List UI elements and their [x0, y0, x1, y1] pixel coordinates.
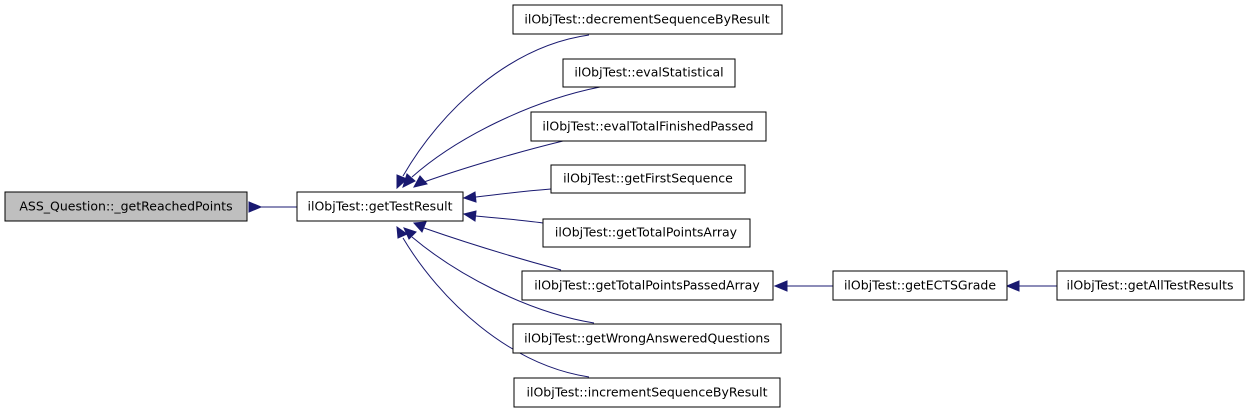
edge-get-test-result-to-root — [248, 201, 297, 213]
node-get-ects-grade-label: ilObjTest::getECTSGrade — [844, 278, 996, 293]
node-eval-statistical-label: ilObjTest::evalStatistical — [574, 65, 723, 80]
edge-increment-sequence-by-result-to-get-test-result — [396, 225, 590, 378]
node-decrement-sequence-by-result-label: ilObjTest::decrementSequenceByResult — [524, 12, 769, 27]
node-get-all-test-results[interactable]: ilObjTest::getAllTestResults — [1056, 270, 1245, 301]
arrowhead — [462, 191, 477, 203]
edge-line — [411, 86, 601, 178]
node-get-total-points-array[interactable]: ilObjTest::getTotalPointsArray — [542, 218, 751, 248]
edge-get-first-sequence-to-get-test-result — [462, 188, 552, 203]
arrowhead — [413, 175, 428, 188]
arrowhead — [773, 280, 788, 292]
arrowhead — [1005, 280, 1020, 292]
edge-eval-statistical-to-get-test-result — [402, 86, 601, 188]
node-eval-total-finished-passed[interactable]: ilObjTest::evalTotalFinishedPassed — [530, 111, 767, 142]
node-get-total-points-array-label: ilObjTest::getTotalPointsArray — [555, 225, 738, 240]
arrowhead — [402, 173, 416, 188]
edge-line — [475, 215, 544, 224]
node-get-wrong-answered-questions[interactable]: ilObjTest::getWrongAnsweredQuestions — [512, 323, 782, 354]
node-eval-statistical[interactable]: ilObjTest::evalStatistical — [562, 58, 736, 88]
edge-get-ectsgrade-to-get-total-points-passed-array — [773, 280, 833, 292]
node-get-first-sequence-label: ilObjTest::getFirstSequence — [563, 171, 733, 186]
edge-line — [402, 237, 590, 378]
edge-eval-total-finished-passed-to-get-test-result — [413, 140, 564, 188]
edge-line — [423, 140, 564, 183]
edges-layer — [248, 34, 1057, 378]
node-eval-total-finished-passed-label: ilObjTest::evalTotalFinishedPassed — [542, 119, 753, 134]
node-increment-sequence-by-result[interactable]: ilObjTest::incrementSequenceByResult — [513, 377, 781, 408]
arrowhead — [396, 225, 409, 239]
node-get-wrong-answered-questions-label: ilObjTest::getWrongAnsweredQuestions — [524, 331, 770, 346]
edge-decrement-sequence-by-result-to-get-test-result — [396, 34, 590, 190]
edge-line — [411, 236, 595, 324]
node-root-label: ASS_Question::_getReachedPoints — [19, 199, 232, 214]
node-get-first-sequence[interactable]: ilObjTest::getFirstSequence — [550, 164, 746, 194]
node-get-total-points-passed-array[interactable]: ilObjTest::getTotalPointsPassedArray — [521, 270, 774, 301]
edge-get-all-test-results-to-get-ectsgrade — [1005, 280, 1057, 292]
node-get-total-points-passed-array-label: ilObjTest::getTotalPointsPassedArray — [534, 278, 760, 293]
node-increment-sequence-by-result-label: ilObjTest::incrementSequenceByResult — [527, 385, 768, 400]
arrowhead — [248, 201, 263, 213]
node-root[interactable]: ASS_Question::_getReachedPoints — [4, 191, 248, 222]
edge-line — [475, 188, 552, 198]
edge-line — [423, 227, 562, 271]
edge-line — [402, 34, 590, 177]
node-get-ects-grade[interactable]: ilObjTest::getECTSGrade — [832, 270, 1008, 301]
node-get-all-test-results-label: ilObjTest::getAllTestResults — [1066, 278, 1233, 293]
arrowhead — [462, 210, 477, 222]
node-decrement-sequence-by-result[interactable]: ilObjTest::decrementSequenceByResult — [512, 4, 783, 35]
edge-get-total-points-passed-array-to-get-test-result — [412, 221, 562, 271]
arrowhead — [396, 174, 408, 190]
arrowhead — [412, 221, 427, 233]
edge-get-total-points-array-to-get-test-result — [462, 210, 544, 224]
node-get-test-result[interactable]: ilObjTest::getTestResult — [296, 191, 464, 222]
node-get-test-result-label: ilObjTest::getTestResult — [308, 199, 453, 214]
